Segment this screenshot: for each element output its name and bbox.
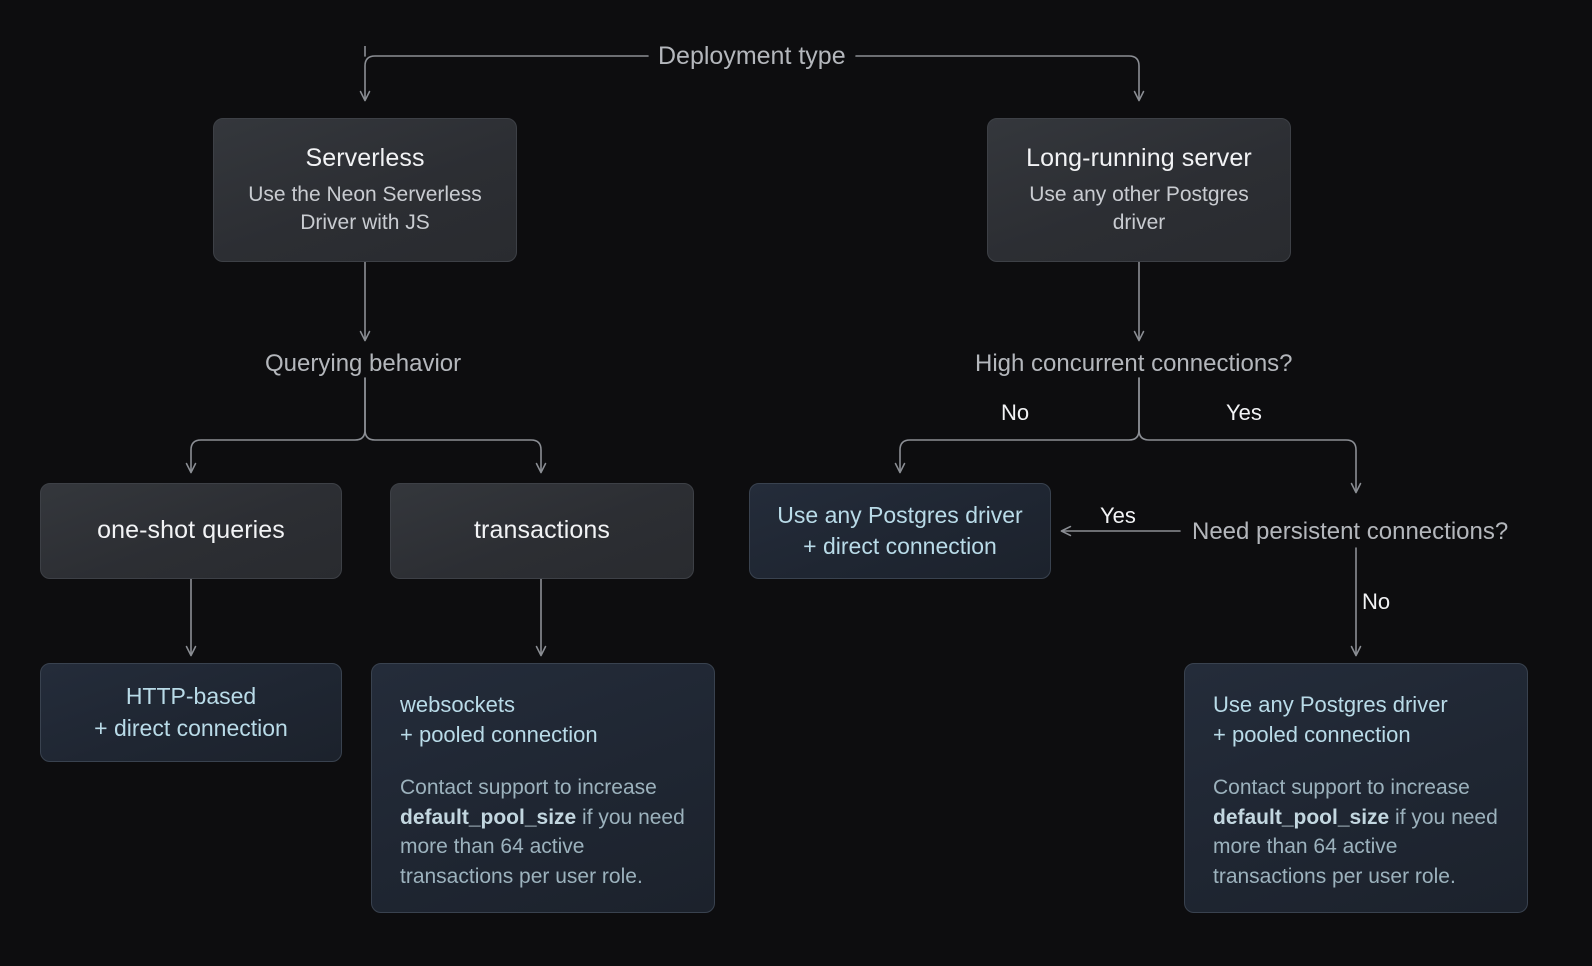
node-serverless[interactable]: Serverless Use the Neon Serverless Drive… <box>213 118 517 262</box>
note-code: default_pool_size <box>400 805 577 829</box>
node-long-running-server[interactable]: Long-running server Use any other Postgr… <box>987 118 1291 262</box>
node-http-direct-connection-line2: + direct connection <box>94 714 288 741</box>
note-prefix: Contact support to increase <box>1213 775 1470 799</box>
node-serverless-title: Serverless <box>305 144 425 173</box>
edge-label-no-high-concurrency: No <box>1001 400 1030 425</box>
node-any-driver-pooled-connection[interactable]: Use any Postgres driver + pooled connect… <box>1184 663 1528 913</box>
node-http-direct-connection[interactable]: HTTP-based + direct connection <box>40 663 342 762</box>
edge-label-yes-high-concurrency: Yes <box>1226 400 1262 425</box>
node-http-direct-connection-line1: HTTP-based <box>125 683 257 710</box>
node-transactions-label: transactions <box>474 516 610 545</box>
node-any-driver-pooled-connection-line2: + pooled connection <box>1213 722 1411 748</box>
note-prefix: Contact support to increase <box>400 775 657 799</box>
node-any-driver-pooled-connection-note: Contact support to increase default_pool… <box>1213 773 1501 892</box>
decision-high-concurrent-connections: High concurrent connections? <box>975 350 1293 377</box>
node-any-driver-pooled-connection-line1: Use any Postgres driver <box>1213 692 1448 717</box>
edge-label-yes-persistent: Yes <box>1100 503 1136 528</box>
edge-label-no-persistent: No <box>1362 589 1391 614</box>
node-websockets-pooled-line1: websockets <box>400 692 515 717</box>
node-long-running-server-title: Long-running server <box>1026 144 1252 173</box>
node-one-shot-queries[interactable]: one-shot queries <box>40 483 342 579</box>
root-decision-label: Deployment type <box>658 42 846 70</box>
node-websockets-pooled-line2: + pooled connection <box>400 722 598 748</box>
node-any-driver-direct-connection-line1: Use any Postgres driver <box>777 501 1023 528</box>
note-suffix: if you need more than 64 active transact… <box>400 805 685 889</box>
decision-need-persistent-connections: Need persistent connections? <box>1192 518 1509 545</box>
node-serverless-subtitle: Use the Neon Serverless Driver with JS <box>248 183 482 235</box>
node-websockets-pooled[interactable]: websockets + pooled connection Contact s… <box>371 663 715 913</box>
node-transactions[interactable]: transactions <box>390 483 694 579</box>
node-long-running-server-subtitle: Use any other Postgres driver <box>1029 183 1249 235</box>
note-code: default_pool_size <box>1213 805 1390 829</box>
decision-querying-behavior: Querying behavior <box>265 350 462 377</box>
node-any-driver-direct-connection[interactable]: Use any Postgres driver + direct connect… <box>749 483 1051 579</box>
node-websockets-pooled-note: Contact support to increase default_pool… <box>400 773 688 892</box>
node-one-shot-queries-label: one-shot queries <box>97 516 285 545</box>
node-any-driver-direct-connection-line2: + direct connection <box>803 533 997 559</box>
note-suffix: if you need more than 64 active transact… <box>1213 805 1498 889</box>
